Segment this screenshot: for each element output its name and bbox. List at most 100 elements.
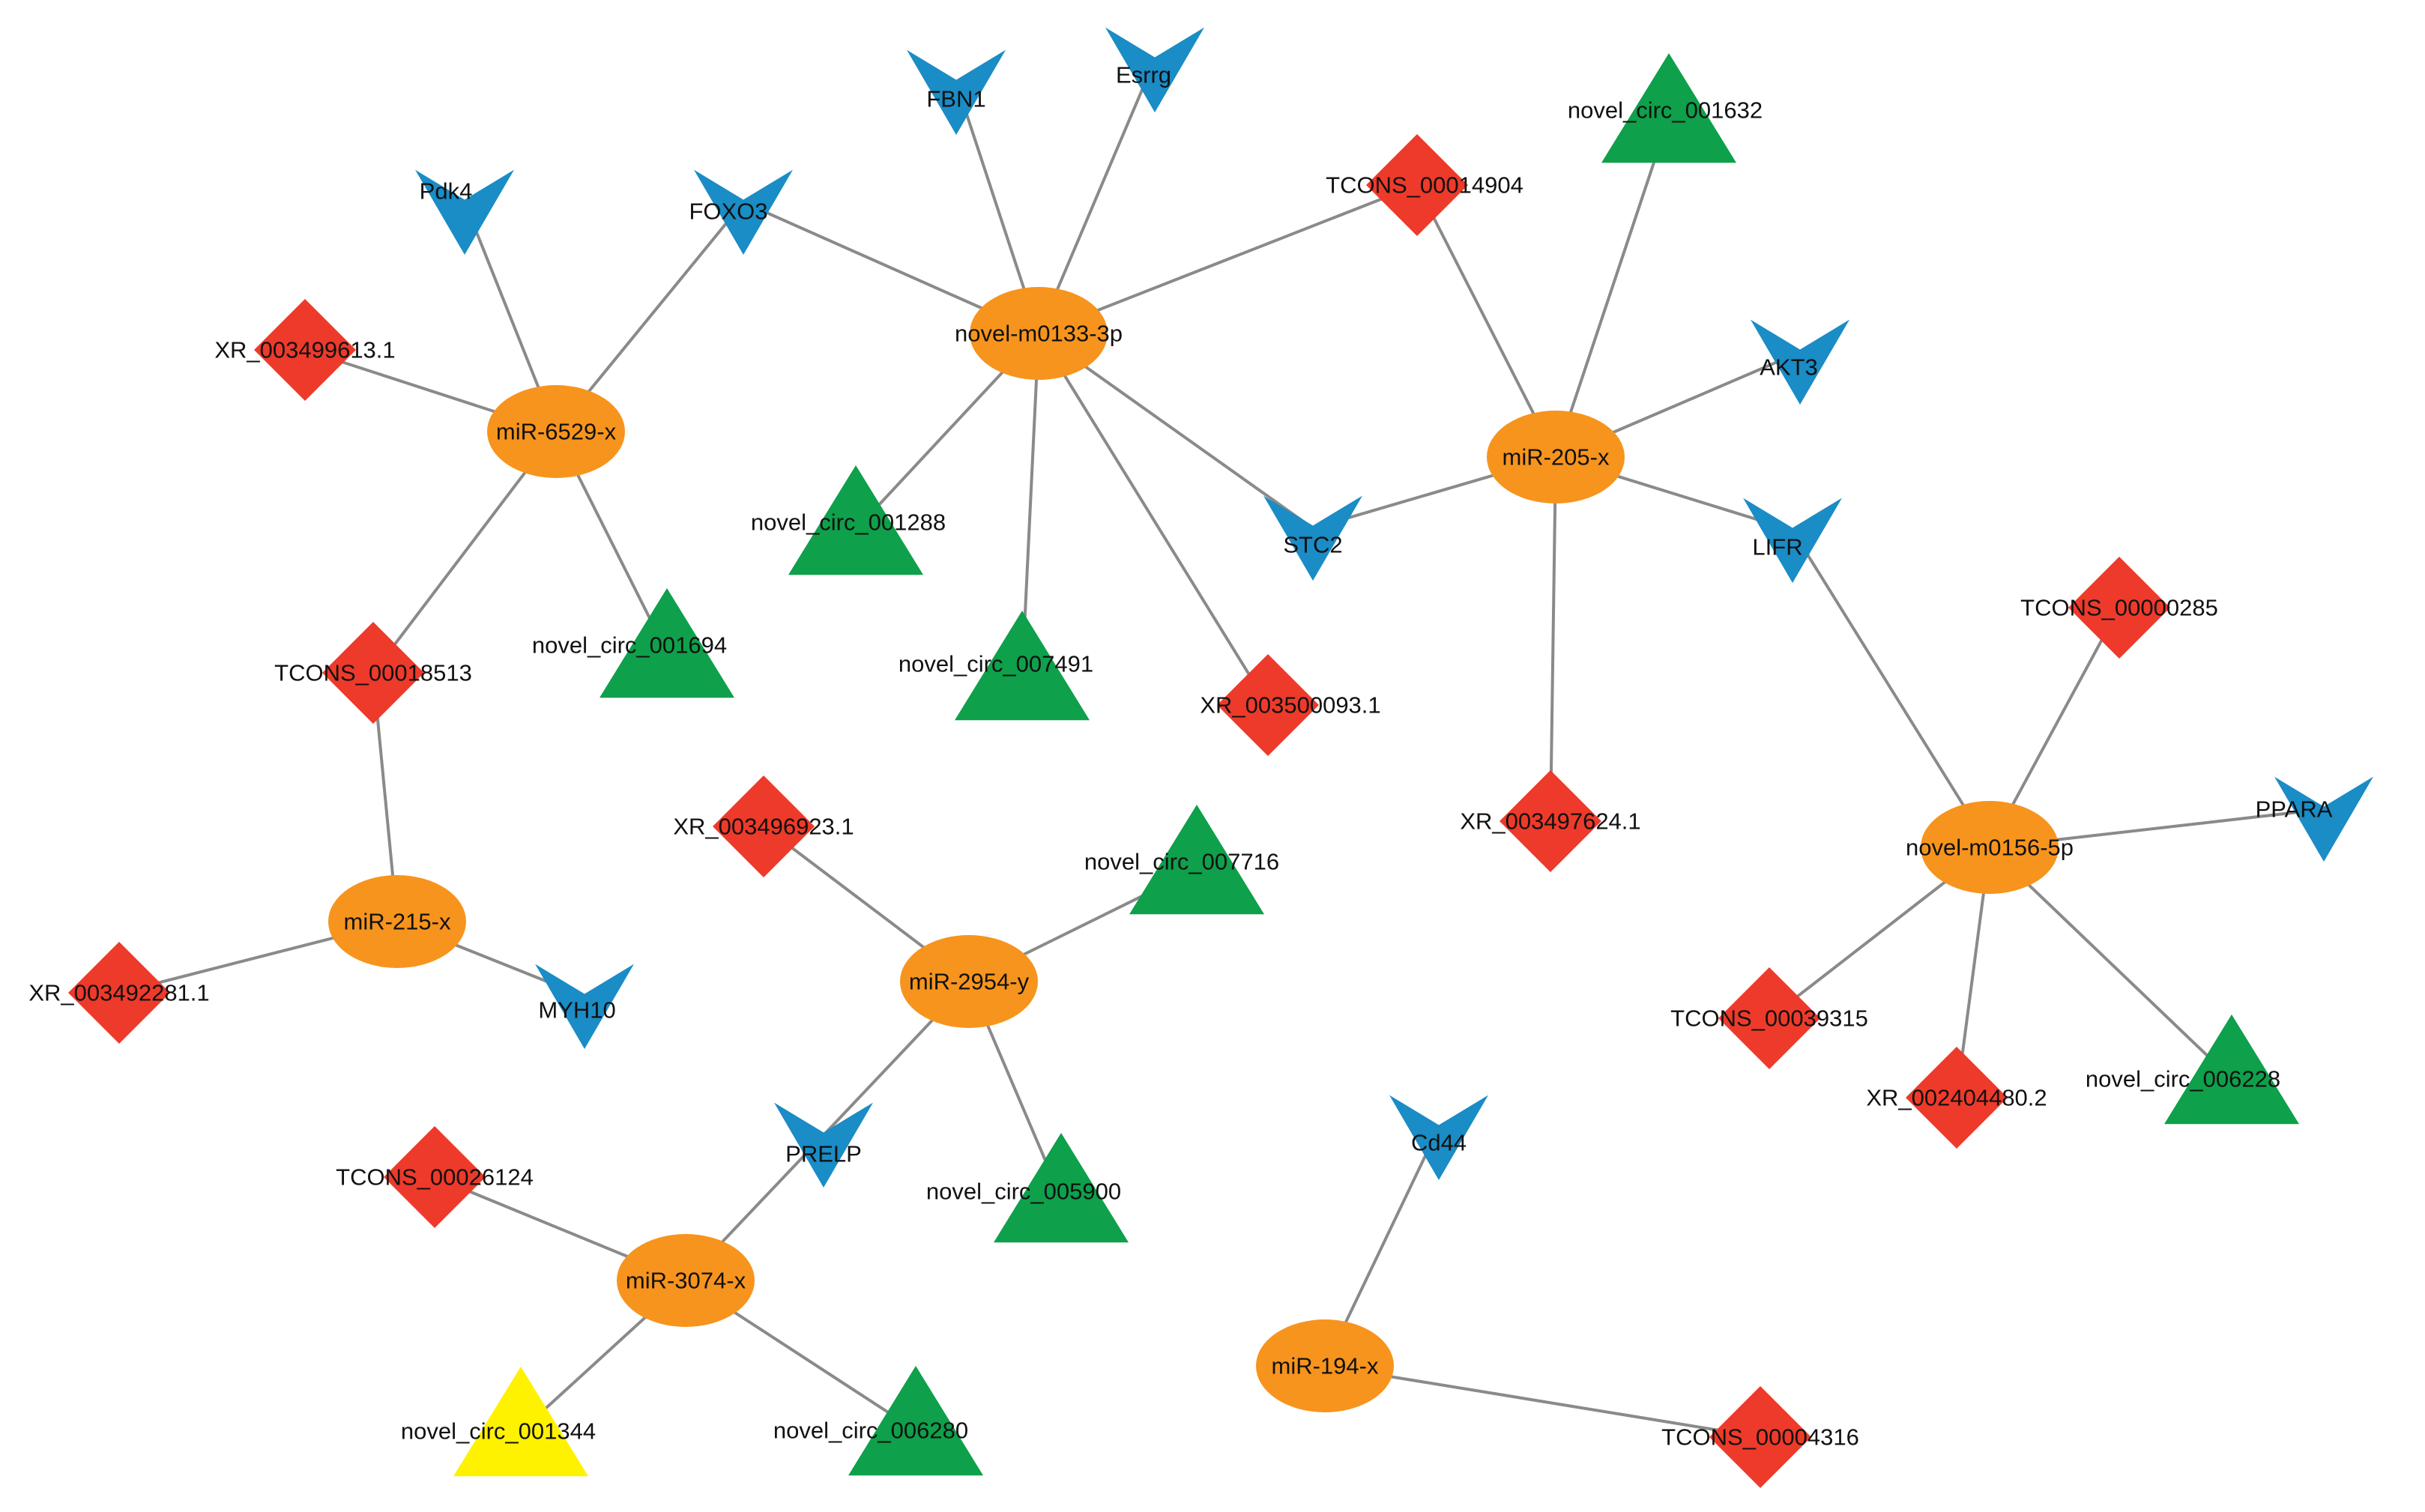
- edges-layer: [118, 59, 2325, 1439]
- node-circrna-novel-circ-001632[interactable]: novel_circ_001632: [1568, 53, 1763, 163]
- node-label: MYH10: [538, 997, 615, 1023]
- node-label: XR_003500093.1: [1200, 692, 1380, 719]
- node-label: miR-2954-y: [909, 969, 1030, 995]
- node-mirna-mir-215-x[interactable]: miR-215-x: [328, 875, 466, 968]
- node-label: novel_circ_007491: [899, 651, 1093, 677]
- edge-c1632-m205: [1554, 117, 1670, 458]
- node-label: miR-194-x: [1272, 1353, 1379, 1379]
- node-mrna-esrrg[interactable]: Esrrg: [1105, 27, 1204, 112]
- node-mrna-stc2[interactable]: STC2: [1263, 495, 1362, 581]
- node-circrna-novel-circ-001288[interactable]: novel_circ_001288: [751, 465, 946, 575]
- lncrna-node-shape: [1366, 134, 1468, 236]
- mirna-node-shape: [328, 875, 466, 968]
- nodes-layer: miR-6529-x novel-m0133-3p miR-205-x novel-m…: [28, 27, 2373, 1488]
- node-label: TCONS_00000285: [2020, 595, 2218, 621]
- lncrna-node-shape: [1709, 1386, 1811, 1488]
- node-circrna-novel-circ-007716[interactable]: novel_circ_007716: [1084, 805, 1279, 915]
- mrna-node-shape: [907, 49, 1006, 135]
- node-label: TCONS_00039315: [1670, 1006, 1868, 1032]
- node-label: PPARA: [2256, 796, 2333, 823]
- node-circrna-novel-circ-001344[interactable]: novel_circ_001344: [401, 1367, 596, 1477]
- mrna-node-shape: [1751, 319, 1849, 405]
- mrna-node-shape: [1743, 498, 1842, 583]
- node-label: TCONS_00004316: [1661, 1424, 1859, 1451]
- node-lncrna-xr-003492281-1[interactable]: XR_003492281.1: [28, 942, 210, 1044]
- node-label: miR-205-x: [1503, 444, 1610, 471]
- edge-xr3497624-m205: [1549, 456, 1557, 822]
- mirna-node-shape: [1487, 411, 1625, 504]
- node-label: XR_002404480.2: [1866, 1085, 2047, 1111]
- lncrna-node-shape: [1500, 770, 1601, 872]
- node-lncrna-tcons-00000285[interactable]: TCONS_00000285: [2020, 557, 2218, 659]
- lncrna-node-shape: [322, 622, 424, 724]
- node-label: novel_circ_001694: [532, 632, 727, 659]
- node-mrna-myh10[interactable]: MYH10: [535, 964, 634, 1049]
- node-circrna-novel-circ-001694[interactable]: novel_circ_001694: [532, 588, 734, 698]
- node-mirna-novel-m0133-3p[interactable]: novel-m0133-3p: [955, 287, 1123, 380]
- node-lncrna-tcons-00004316[interactable]: TCONS_00004316: [1661, 1386, 1859, 1488]
- node-lncrna-xr-003499613-1[interactable]: XR_003499613.1: [214, 299, 396, 401]
- node-label: TCONS_00018513: [274, 660, 472, 686]
- node-mrna-akt3[interactable]: AKT3: [1751, 319, 1849, 405]
- node-label: miR-6529-x: [496, 419, 617, 445]
- node-lncrna-xr-002404480-2[interactable]: XR_002404480.2: [1866, 1047, 2047, 1149]
- node-label: XR_003492281.1: [28, 980, 209, 1006]
- node-lncrna-xr-003500093-1[interactable]: XR_003500093.1: [1200, 654, 1381, 756]
- mrna-node-shape: [1105, 27, 1204, 112]
- node-lncrna-tcons-00026124[interactable]: TCONS_00026124: [336, 1126, 534, 1228]
- circrna-node-shape: [788, 465, 923, 575]
- node-label: FBN1: [926, 86, 985, 112]
- node-label: Esrrg: [1116, 62, 1171, 88]
- lncrna-node-shape: [1217, 654, 1319, 756]
- node-label: novel_circ_007716: [1084, 849, 1279, 875]
- node-label: novel_circ_001288: [751, 509, 946, 536]
- node-circrna-novel-circ-006280[interactable]: novel_circ_006280: [773, 1366, 983, 1476]
- node-mirna-mir-2954-y[interactable]: miR-2954-y: [900, 935, 1038, 1028]
- node-mrna-cd44[interactable]: Cd44: [1389, 1095, 1488, 1180]
- node-mirna-mir-205-x[interactable]: miR-205-x: [1487, 411, 1625, 504]
- node-label: PRELP: [785, 1141, 862, 1167]
- node-lncrna-tcons-00018513[interactable]: TCONS_00018513: [274, 622, 472, 724]
- node-lncrna-xr-003497624-1[interactable]: XR_003497624.1: [1460, 770, 1641, 872]
- node-lncrna-xr-003496923-1[interactable]: XR_003496923.1: [673, 775, 854, 877]
- node-mirna-mir-3074-x[interactable]: miR-3074-x: [617, 1234, 755, 1327]
- node-label: TCONS_00014904: [1326, 172, 1523, 199]
- node-lncrna-tcons-00014904[interactable]: TCONS_00014904: [1326, 134, 1523, 236]
- mirna-node-shape: [617, 1234, 755, 1327]
- edge-esrrg-m0133: [1037, 59, 1156, 334]
- node-mirna-mir-6529-x[interactable]: miR-6529-x: [487, 385, 625, 478]
- mrna-node-shape: [415, 169, 514, 255]
- node-mirna-novel-m0156-5p[interactable]: novel-m0156-5p: [1906, 801, 2074, 894]
- edge-lifr-m0156: [1791, 529, 1991, 849]
- mirna-node-shape: [900, 935, 1038, 1028]
- mrna-node-shape: [1389, 1095, 1488, 1180]
- node-mrna-fbn1[interactable]: FBN1: [907, 49, 1006, 135]
- node-mrna-prelp[interactable]: PRELP: [774, 1102, 873, 1188]
- circrna-node-shape: [848, 1366, 983, 1476]
- mirna-node-shape: [970, 287, 1108, 380]
- node-label: STC2: [1283, 532, 1342, 558]
- mrna-node-shape: [694, 169, 793, 255]
- node-label: miR-3074-x: [626, 1268, 746, 1294]
- edge-c6228-m0156: [1988, 846, 2233, 1080]
- node-mrna-lifr[interactable]: LIFR: [1743, 498, 1842, 583]
- node-circrna-novel-circ-007491[interactable]: novel_circ_007491: [899, 611, 1093, 721]
- node-mrna-pdk4[interactable]: Pdk4: [415, 169, 514, 255]
- circrna-node-shape: [1129, 805, 1264, 915]
- node-circrna-novel-circ-005900[interactable]: novel_circ_005900: [926, 1133, 1129, 1243]
- node-lncrna-tcons-00039315[interactable]: TCONS_00039315: [1670, 967, 1868, 1069]
- lncrna-node-shape: [68, 942, 170, 1044]
- lncrna-node-shape: [1906, 1047, 2008, 1149]
- node-mrna-ppara[interactable]: PPARA: [2256, 776, 2373, 862]
- node-mirna-mir-194-x[interactable]: miR-194-x: [1256, 1319, 1394, 1412]
- node-label: novel-m0133-3p: [955, 321, 1123, 347]
- mirna-node-shape: [1256, 1319, 1394, 1412]
- node-mrna-foxo3[interactable]: FOXO3: [689, 169, 793, 255]
- lncrna-node-shape: [2068, 557, 2170, 659]
- mrna-node-shape: [535, 964, 634, 1049]
- edge-t14904-m205: [1416, 184, 1557, 458]
- node-circrna-novel-circ-006228[interactable]: novel_circ_006228: [2086, 1014, 2299, 1125]
- edge-t14904-m0133: [1038, 184, 1418, 335]
- lncrna-node-shape: [254, 299, 356, 401]
